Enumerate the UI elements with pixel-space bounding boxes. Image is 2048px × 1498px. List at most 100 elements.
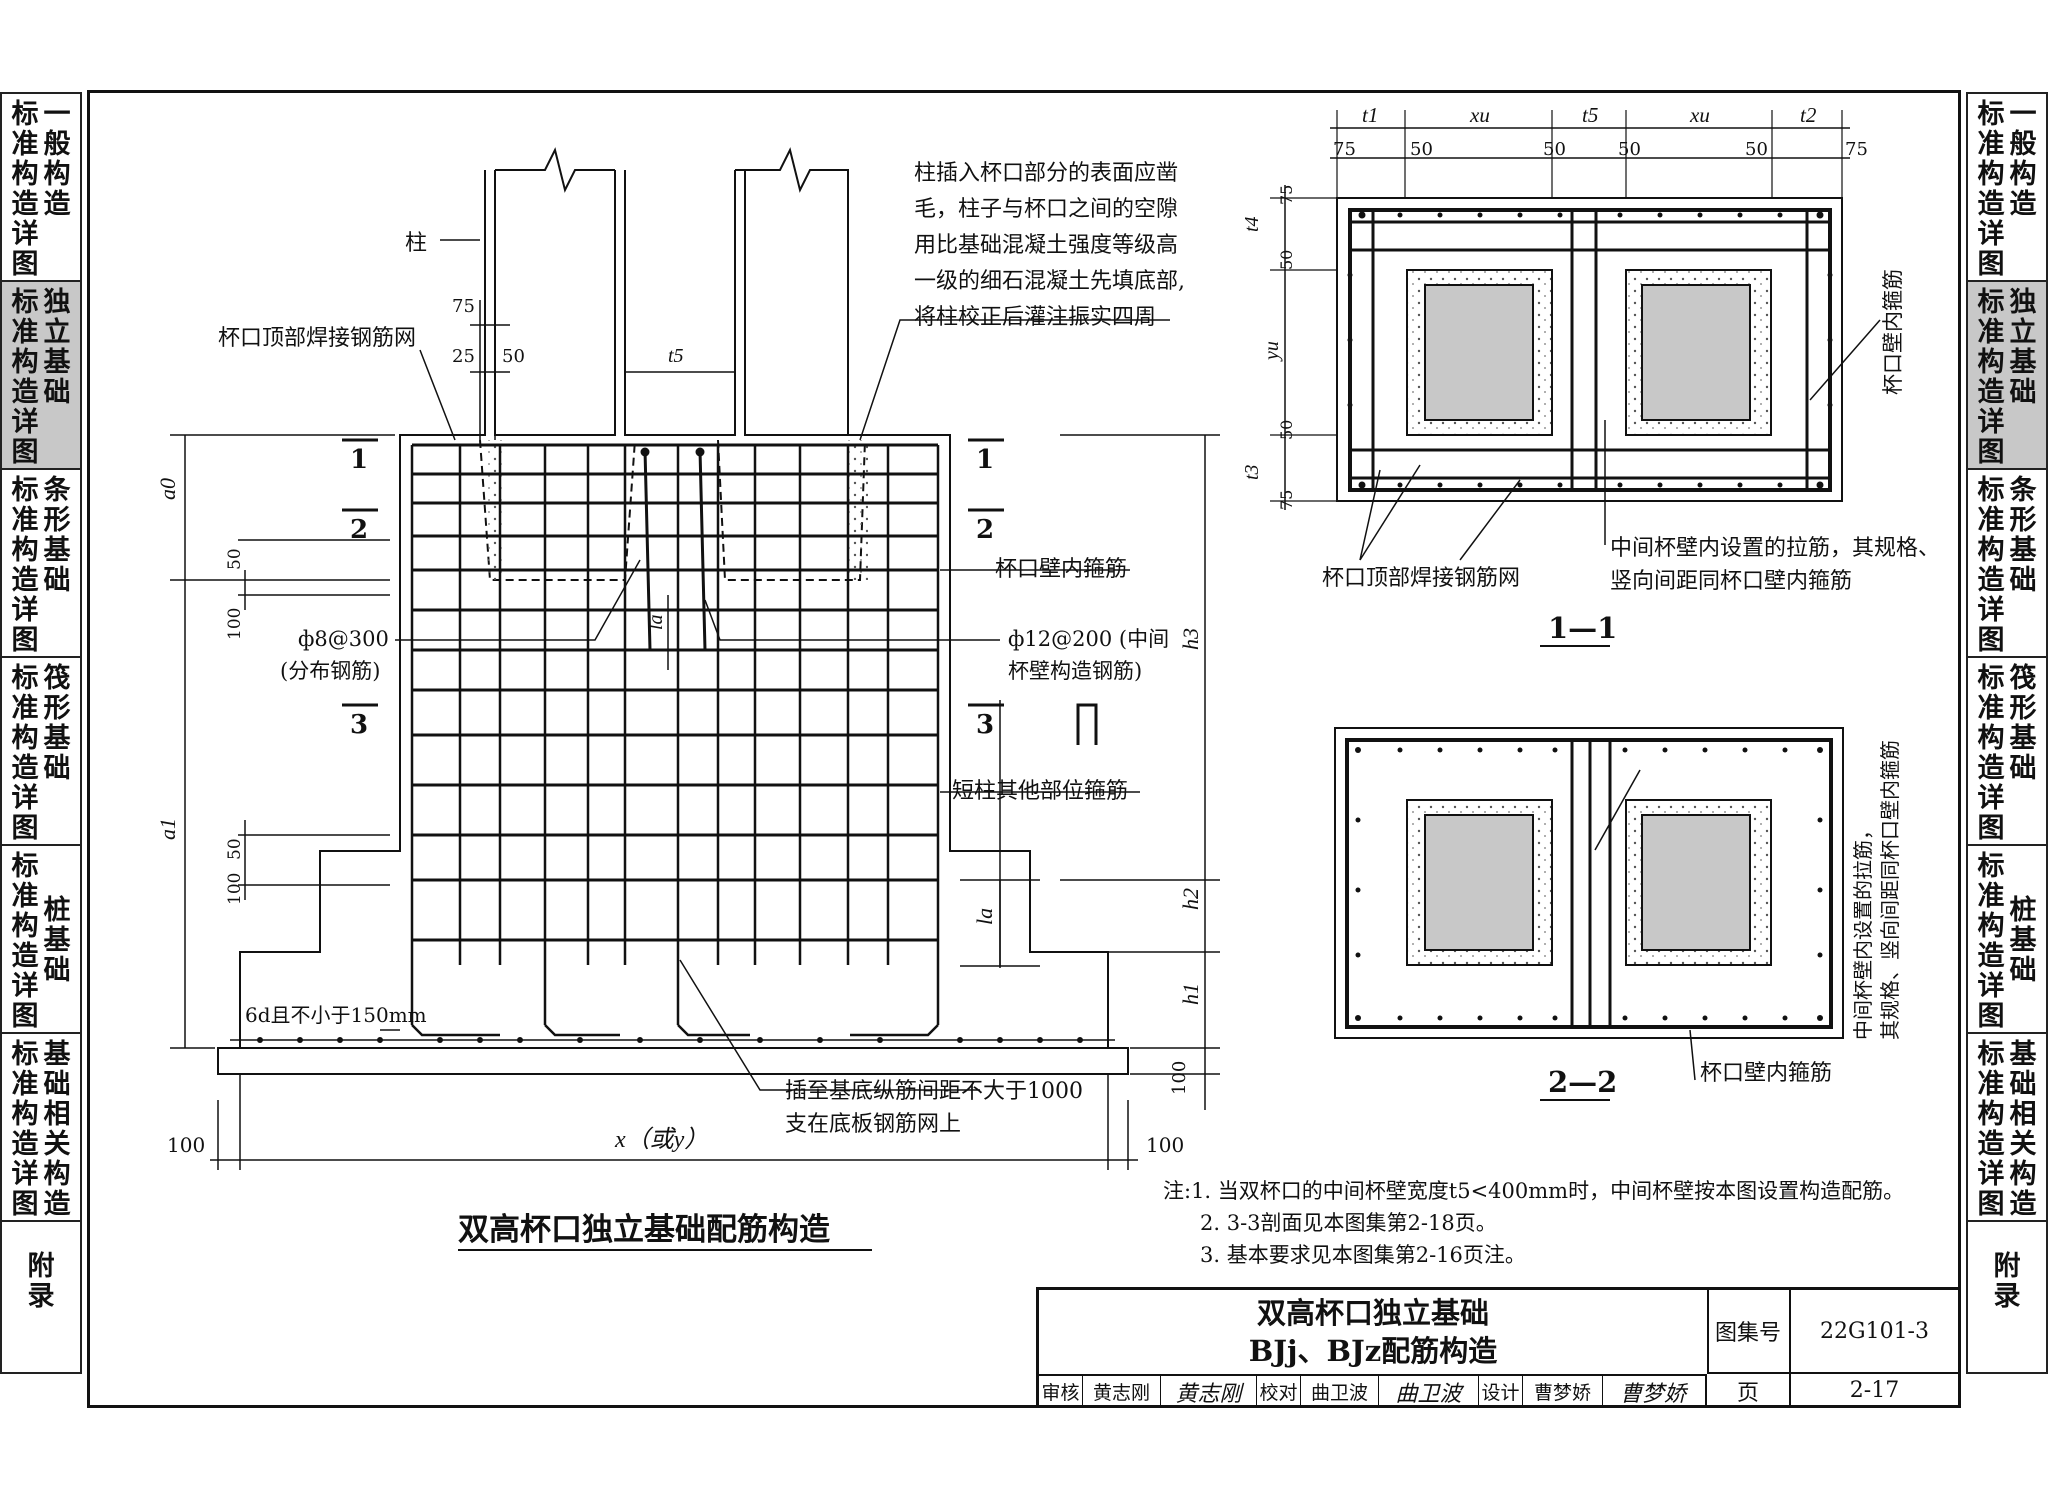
side-tab-col2: 条形基础 (43, 475, 71, 596)
section-1-left: 1 (350, 445, 368, 475)
side-tab-col2: 基础相关构造 (43, 1039, 71, 1220)
rebar-vertical (410, 445, 940, 1037)
side-tab-col1: 附录 (27, 1251, 55, 1312)
foundation-steps (239, 170, 1109, 1048)
side-tab-strip[interactable]: 标准构造详图条形基础 (2, 470, 80, 658)
section-2-2 (1334, 727, 1844, 1081)
side-tab-col2: 一般构造 (43, 99, 71, 220)
title-block: 双高杯口独立基础 BJj、BJz配筋构造 图集号 22G101-3 页 2-17… (1036, 1287, 1958, 1407)
s11-dim-t1: t1 (1362, 103, 1378, 127)
label-column: 柱 (405, 231, 427, 256)
side-tab-isolated[interactable]: 标准构造详图独立基础 (1968, 282, 2046, 470)
dim-left (170, 434, 395, 1049)
middle-wall-bars (640, 447, 707, 651)
label-column-note-3: 用比基础混凝土强度等级高 (914, 233, 1178, 258)
design-label: 设计 (1479, 1376, 1523, 1407)
side-tab-pile[interactable]: 标准构造详图桩基础 (2, 846, 80, 1034)
side-tab-appendix[interactable]: 附录 (2, 1222, 80, 1372)
side-tab-strip[interactable]: 标准构造详图条形基础 (1968, 470, 2046, 658)
s11-dim-50-top: 50 (1277, 250, 1296, 270)
page-label: 页 (1707, 1374, 1791, 1407)
side-tab-col2: 筏形基础 (2009, 663, 2037, 784)
side-tab-col1: 附录 (1993, 1251, 2021, 1312)
s11-sub-75: 75 (1333, 139, 1356, 160)
side-tab-raft[interactable]: 标准构造详图筏形基础 (1968, 658, 2046, 846)
hairpin-symbol (1076, 703, 1098, 745)
s11-dim-t2: t2 (1800, 103, 1817, 127)
side-tab-col2: 桩基础 (2009, 895, 2037, 986)
foundation-outline (217, 1047, 1129, 1075)
dim-50: 50 (502, 346, 525, 367)
side-tab-col1: 标准构造详图 (1977, 1039, 2005, 1220)
side-tab-general[interactable]: 标准构造详图一般构造 (2, 94, 80, 282)
dim-bottom (210, 1075, 1138, 1170)
leaders (380, 239, 1170, 1091)
s11-label-stirrup: 杯口壁内箍筋 (1881, 269, 1905, 395)
s11-sub-50: 50 (1543, 139, 1566, 160)
side-tab-related[interactable]: 标准构造详图基础相关构造 (1968, 1034, 2046, 1222)
side-tab-col2: 筏形基础 (43, 663, 71, 784)
dim-a0: a0 (155, 478, 180, 500)
side-tab-col2: 基础相关构造 (2009, 1039, 2037, 1220)
s11-dim-xu-1: xu (1469, 103, 1490, 127)
dim-la-upper: la (645, 614, 667, 630)
dim-h1: h1 (1178, 983, 1203, 1005)
section-marks (342, 438, 1004, 707)
cup-cavity-right (717, 439, 866, 581)
section-3-right: 3 (976, 710, 994, 740)
main-drawing-title: 双高杯口独立基础配筋构造 (458, 1212, 830, 1248)
note-2: 2. 3-3剖面见本图集第2-18页。 (1200, 1211, 1497, 1235)
designer-name: 曹梦娇 (1523, 1376, 1603, 1407)
side-tab-col1: 标准构造详图 (1977, 287, 2005, 468)
side-tab-appendix[interactable]: 附录 (1968, 1222, 2046, 1372)
atlas-label: 图集号 (1707, 1290, 1791, 1374)
side-tab-col2: 桩基础 (43, 895, 71, 986)
s11-sub-75: 75 (1845, 139, 1868, 160)
note-3: 3. 基本要求见本图集第2-16页注。 (1200, 1243, 1526, 1267)
side-tab-general[interactable]: 标准构造详图一般构造 (1968, 94, 2046, 282)
side-tab-related[interactable]: 标准构造详图基础相关构造 (2, 1034, 80, 1222)
dim-t5: t5 (668, 345, 684, 367)
label-dist-bar: ф8@300 (298, 627, 389, 651)
label-insert-note-1: 插至基底纵筋间距不大于1000 (785, 1079, 1083, 1104)
section-2-2-dots (1355, 747, 1823, 1021)
note-1: 注:1. 当双杯口的中间杯壁宽度t5<400mm时，中间杯壁按本图设置构造配筋。 (1163, 1179, 1904, 1203)
label-insert-note-2: 支在底板钢筋网上 (785, 1112, 961, 1137)
section-3-left: 3 (350, 710, 368, 740)
label-column-note-5: 将柱校正后灌注振实四周 (914, 305, 1156, 330)
s11-dim-yu: yu (1261, 341, 1283, 362)
label-short-column-stirrup: 短柱其他部位箍筋 (952, 779, 1128, 804)
s22-label-tie-2: 其规格、竖向间距同杯口壁内箍筋 (1878, 740, 1902, 1040)
side-tab-col1: 标准构造详图 (11, 1039, 39, 1220)
reviewer-signature: 黄志刚 (1161, 1376, 1257, 1407)
designer-signature: 曹梦娇 (1619, 1381, 1686, 1407)
label-column-note-4: 一级的细石混凝土先填底部, (914, 269, 1185, 294)
label-cup-wall-stirrup: 杯口壁内箍筋 (995, 557, 1127, 582)
s11-label-mesh: 杯口顶部焊接钢筋网 (1322, 566, 1520, 591)
dim-50-b: 50 (225, 838, 245, 860)
side-tab-col2: 条形基础 (2009, 475, 2037, 596)
checker-name: 曲卫波 (1301, 1376, 1379, 1407)
s11-sub-50: 50 (1745, 139, 1768, 160)
side-tab-col1: 标准构造详图 (11, 287, 39, 468)
title-block-title: 双高杯口独立基础 BJj、BJz配筋构造 (1039, 1290, 1709, 1374)
side-tab-col2: 独立基础 (43, 287, 71, 408)
section-1-1 (1270, 110, 1881, 561)
side-tab-col2: 一般构造 (2009, 99, 2037, 220)
atlas-number: 22G101-3 (1791, 1290, 1958, 1374)
s11-dim-t3: t3 (1241, 464, 1263, 480)
grout-left (485, 440, 505, 580)
side-tab-col1: 标准构造详图 (1977, 663, 2005, 844)
dim-h2: h2 (1178, 888, 1203, 910)
label-anchor: 6d且不小于150mm (245, 1003, 427, 1027)
s11-dim-xu-2: xu (1689, 103, 1710, 127)
side-tab-pile[interactable]: 标准构造详图桩基础 (1968, 846, 2046, 1034)
s11-label-tie-1: 中间杯壁内设置的拉筋，其规格、 (1610, 536, 1940, 561)
side-tab-raft[interactable]: 标准构造详图筏形基础 (2, 658, 80, 846)
dim-a1: a1 (155, 818, 180, 840)
section-1-1-dots (1347, 211, 1833, 489)
column-break (495, 147, 615, 193)
review-label: 审核 (1039, 1376, 1083, 1407)
side-tab-isolated[interactable]: 标准构造详图独立基础 (2, 282, 80, 470)
